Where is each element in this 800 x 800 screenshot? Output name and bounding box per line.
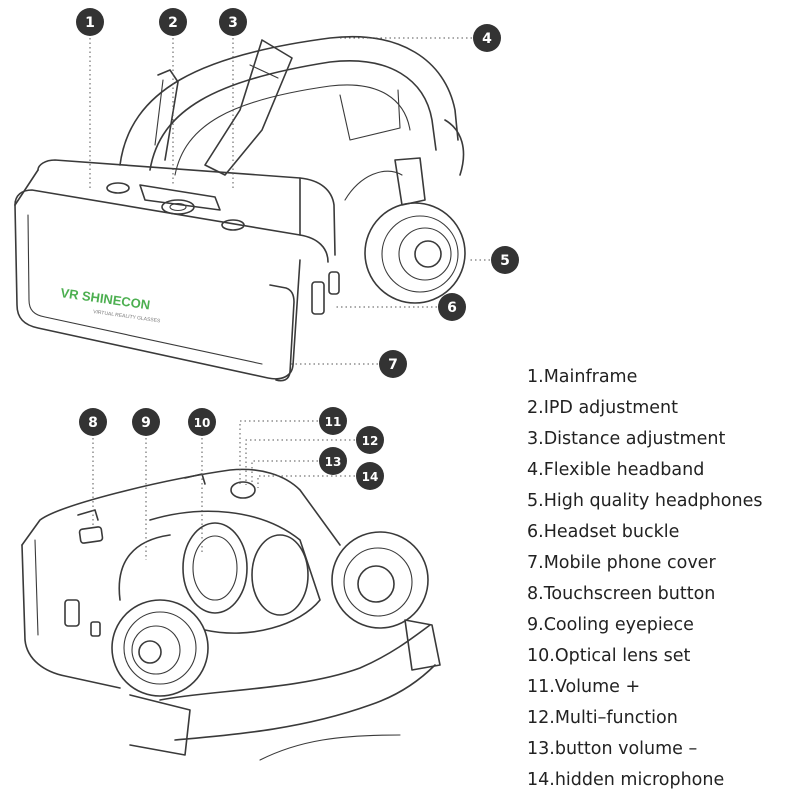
mobile-phone-cover [269,284,295,382]
top-strap [154,39,293,176]
callout-10: 10 [188,408,216,436]
legend-item: 14.hidden microphone [527,770,725,790]
legend-item: 9.Cooling eyepiece [527,615,694,635]
headphone-front [344,157,466,304]
svg-text:7: 7 [388,357,398,373]
legend-item: 4.Flexible headband [527,460,705,480]
rear-mainframe [21,468,341,689]
svg-text:5: 5 [500,253,510,269]
svg-text:6: 6 [447,300,457,316]
svg-text:10: 10 [194,416,211,430]
svg-text:3: 3 [228,15,238,31]
legend-item: 2.IPD adjustment [527,398,678,418]
callout-14: 14 [356,462,384,490]
callout-12: 12 [356,426,384,454]
legend-item: 12.Multi–function [527,708,678,728]
brand-logo: VR SHINECON [60,285,152,312]
callout-1: 1 [76,8,104,36]
legend-item: 13.button volume – [527,739,698,759]
callout-5: 5 [491,246,519,274]
svg-text:14: 14 [362,470,379,484]
callout-13: 13 [319,447,347,475]
svg-text:2: 2 [168,15,178,31]
callout-3: 3 [219,8,247,36]
svg-text:11: 11 [325,415,342,429]
legend-item: 7.Mobile phone cover [527,553,716,573]
optical-lens-set [118,510,321,634]
callout-8: 8 [79,408,107,436]
headset-front-view: VR SHINECON VIRTUAL REALITY GLASSES [14,36,466,382]
mainframe [14,159,340,380]
svg-text:1: 1 [85,15,95,31]
headphone-rear-left [111,599,209,697]
legend-item: 11.Volume + [527,677,641,697]
legend-item: 10.Optical lens set [527,646,691,666]
legend-item: 5.High quality headphones [527,491,763,511]
legend-item: 1.Mainframe [527,367,638,387]
callout-9: 9 [132,408,160,436]
legend-item: 6.Headset buckle [527,522,680,542]
callout-6: 6 [438,293,466,321]
callout-badges: 1 2 3 4 5 6 7 8 9 10 11 12 13 14 [76,8,519,490]
svg-text:4: 4 [482,31,492,47]
headset-rear-view [21,468,441,761]
parts-legend: 1.Mainframe 2.IPD adjustment 3.Distance … [527,362,762,796]
callout-11: 11 [319,407,347,435]
brand-tagline: VIRTUAL REALITY GLASSES [93,309,162,324]
svg-text:13: 13 [325,455,342,469]
callout-7: 7 [379,350,407,378]
headphone-rear-right [331,531,429,629]
svg-text:12: 12 [362,434,379,448]
rear-headband [129,619,441,761]
legend-item: 3.Distance adjustment [527,429,726,449]
legend-item: 8.Touchscreen button [527,584,716,604]
leader-lines [89,37,490,560]
svg-text:8: 8 [88,415,98,431]
svg-text:9: 9 [141,415,151,431]
callout-4: 4 [473,24,501,52]
callout-2: 2 [159,8,187,36]
